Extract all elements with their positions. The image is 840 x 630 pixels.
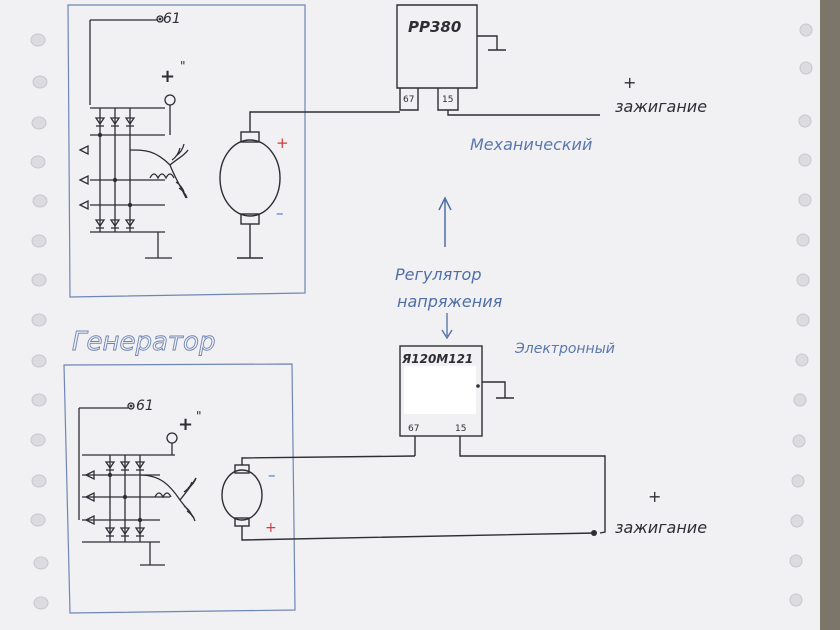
top-generator-frame bbox=[67, 4, 306, 298]
up-arrow bbox=[438, 196, 452, 247]
top-ignition-label: зажигание bbox=[615, 97, 707, 116]
top-motor-minus: – bbox=[276, 204, 284, 222]
regulator-label-line1: Регулятор bbox=[395, 265, 481, 284]
top-generator-plus-quote: " bbox=[180, 59, 186, 73]
generator-title: Генератор bbox=[72, 327, 215, 357]
bottom-regulator-box bbox=[399, 345, 606, 534]
bottom-output-junction bbox=[591, 530, 597, 536]
regulator-label-line2: напряжения bbox=[397, 292, 503, 311]
top-ignition-plus: + bbox=[623, 73, 636, 92]
desk-edge bbox=[820, 0, 840, 630]
top-junction-dots bbox=[97, 17, 162, 208]
bottom-regulator-label-sticker bbox=[404, 366, 476, 414]
top-regulator-box bbox=[258, 4, 600, 116]
bottom-terminal-61-label: 61 bbox=[136, 398, 154, 414]
top-motor-plus: + bbox=[276, 134, 289, 152]
bottom-motor-plus: + bbox=[265, 520, 277, 536]
bottom-regulator-model: Я120М121 bbox=[401, 352, 473, 366]
top-regulator-model: PP380 bbox=[408, 18, 461, 36]
top-generator-plus-label: + bbox=[160, 66, 175, 87]
bottom-ignition-plus: + bbox=[648, 487, 661, 506]
top-rectifier-circuit bbox=[78, 15, 189, 259]
bottom-ignition-label: зажигание bbox=[615, 518, 707, 537]
bottom-junction-dots bbox=[107, 404, 143, 523]
down-arrow bbox=[441, 313, 453, 340]
bottom-motor-minus: – bbox=[268, 466, 276, 484]
bottom-electronic-label: Электронный bbox=[514, 341, 615, 357]
bottom-generator-plus-label: + bbox=[178, 414, 193, 435]
top-terminal-61-label: 61 bbox=[163, 11, 181, 27]
bottom-pin-67: 67 bbox=[408, 424, 419, 434]
top-dc-motor bbox=[219, 111, 281, 259]
binding-holes-right bbox=[789, 23, 813, 607]
bottom-dc-motor bbox=[221, 455, 596, 541]
top-pin-67: 67 bbox=[403, 95, 414, 105]
bottom-regulator-ground-dot bbox=[476, 384, 480, 388]
top-mechanical-label: Механический bbox=[470, 135, 592, 154]
bottom-pin-15: 15 bbox=[455, 424, 466, 434]
binding-holes-left bbox=[30, 33, 49, 610]
top-pin-15: 15 bbox=[442, 95, 453, 105]
bottom-generator-plus-quote: " bbox=[196, 409, 202, 423]
bottom-generator-frame bbox=[63, 363, 296, 614]
